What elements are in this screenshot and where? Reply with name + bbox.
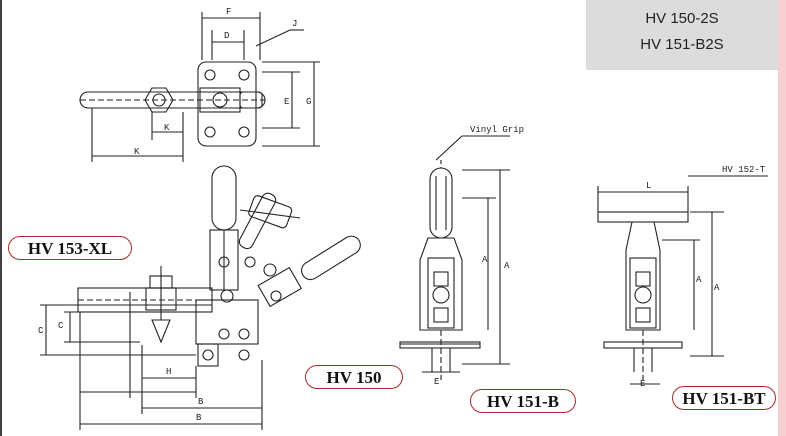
dim-label-j: J [292,19,297,29]
dim-label-c-inner: C [58,321,64,331]
callout-vinyl-grip: Vinyl Grip [470,125,524,135]
accent-side-bar [778,0,786,436]
dim-label-a-outer: A [504,261,510,271]
front-view-hv151b [399,135,510,380]
dim-label-l: L [646,181,651,191]
callout-hv152t: HV 152-T [722,165,766,175]
model-number-panel: HV 150-2S HV 151-B2S [586,0,778,70]
dim-label-d: D [224,31,229,41]
dim-label-e-bt: E [640,379,645,389]
dim-label-h: H [166,367,171,377]
dim-label-f: F [226,7,231,17]
model-number-hv151-b2s: HV 151-B2S [640,36,724,53]
dim-label-c-outer: C [38,326,44,336]
dim-label-b-outer: B [196,413,202,423]
dim-label-a-inner: A [482,255,488,265]
tag-hv150: HV 150 [305,365,403,389]
top-view [79,12,320,162]
dim-label-e-front: E [434,377,439,387]
dim-label-k: K [134,147,140,157]
tag-hv153xl: HV 153-XL [8,236,132,260]
left-border-rule [0,0,2,436]
model-number-hv150-2s: HV 150-2S [645,10,719,27]
front-view-hv151bt [597,175,768,385]
tag-hv151bt: HV 151-BT [672,386,776,410]
side-view [40,165,361,430]
dim-label-a-bt-outer: A [714,283,720,293]
dim-label-k-small: K [164,123,170,133]
dim-label-g: G [306,97,311,107]
dim-label-e: E [284,97,289,107]
tag-hv151b: HV 151-B [470,389,576,413]
dim-label-b-inner: B [198,397,204,407]
dim-label-a-bt-inner: A [696,275,702,285]
